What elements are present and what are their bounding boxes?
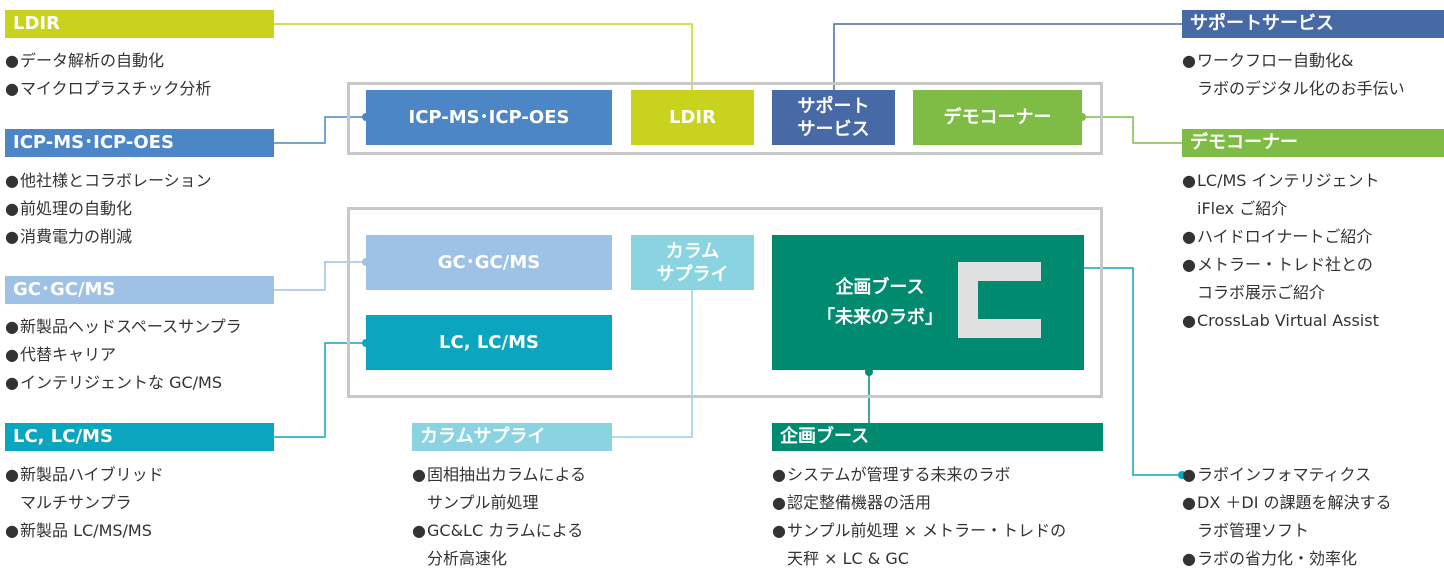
header-demo: デモコーナー — [1182, 129, 1444, 157]
box-gc: GC･GC/MS — [366, 235, 612, 290]
list-item-continuation: ラボのデジタル化のお手伝い — [1197, 79, 1405, 98]
list-item: ●データ解析の自動化 — [5, 51, 165, 70]
list-item: ●新製品ヘッドスペースサンプラ — [5, 317, 242, 336]
box-support: サポート サービス — [772, 90, 895, 145]
list-item: ●インテリジェントな GC/MS — [5, 373, 223, 392]
list-item: ●システムが管理する未来のラボ — [772, 465, 1011, 484]
icp-list: ●他社様とコラボレーション ●前処理の自動化 ●消費電力の削減 — [5, 167, 212, 251]
list-item: ●前処理の自動化 — [5, 199, 133, 218]
list-item-continuation: 天秤 × LC & GC — [787, 549, 909, 568]
list-item-continuation: iFlex ご紹介 — [1197, 199, 1288, 218]
list-item: ●メトラー・トレド社との — [1182, 255, 1373, 274]
box-column: カラム サプライ — [631, 235, 754, 290]
gc-list: ●新製品ヘッドスペースサンプラ ●代替キャリア ●インテリジェントな GC/MS — [5, 313, 242, 397]
header-column: カラムサプライ — [412, 423, 612, 451]
list-item: ●他社様とコラボレーション — [5, 171, 212, 190]
booth-list: ●システムが管理する未来のラボ ●認定整備機器の活用 ●サンプル前処理 × メト… — [772, 461, 1066, 573]
list-item: ●LC/MS インテリジェント — [1182, 171, 1380, 190]
list-item: ●ラボインフォマティクス — [1182, 465, 1372, 484]
list-item: ●サンプル前処理 × メトラー・トレドの — [772, 521, 1067, 540]
list-item: ●消費電力の削減 — [5, 227, 133, 246]
list-item: ●CrossLab Virtual Assist — [1182, 311, 1379, 330]
list-item: ●マイクロプラスチック分析 — [5, 79, 212, 98]
list-item: ●新製品ハイブリッド — [5, 465, 164, 484]
box-ldir: LDIR — [631, 90, 754, 145]
connector-dot-demo — [1078, 113, 1086, 121]
connector-dot-labinfo-end — [1178, 471, 1186, 479]
list-item: ●代替キャリア — [5, 345, 117, 364]
list-item: ●DX ＋DI の課題を解決する — [1182, 493, 1392, 512]
header-ldir: LDIR — [5, 10, 274, 38]
header-icp: ICP-MS･ICP-OES — [5, 129, 274, 157]
header-gc: GC･GC/MS — [5, 276, 274, 304]
support-list: ●ワークフロー自動化& ラボのデジタル化のお手伝い — [1182, 47, 1405, 103]
booth-c-shape-icon — [958, 262, 1041, 338]
list-item: ●ワークフロー自動化& — [1182, 51, 1354, 70]
header-support: サポートサービス — [1182, 10, 1444, 38]
labinfo-list: ●ラボインフォマティクス ●DX ＋DI の課題を解決する ラボ管理ソフト ●ラ… — [1182, 461, 1392, 573]
list-item-continuation: ラボ管理ソフト — [1197, 521, 1310, 540]
bottom-floor-frame — [347, 207, 1103, 398]
header-lc: LC, LC/MS — [5, 423, 274, 451]
list-item: ●ハイドロイナートご紹介 — [1182, 227, 1373, 246]
list-item: ●GC&LC カラムによる — [412, 521, 584, 540]
demo-list: ●LC/MS インテリジェント iFlex ご紹介 ●ハイドロイナートご紹介 ●… — [1182, 167, 1380, 335]
list-item-continuation: 分析高速化 — [427, 549, 508, 568]
top-floor-frame — [347, 82, 1103, 155]
list-item: ●認定整備機器の活用 — [772, 493, 932, 512]
connector-dot-booth — [865, 368, 873, 376]
ldir-list: ●データ解析の自動化 ●マイクロプラスチック分析 — [5, 47, 211, 103]
list-item: ●ラボの省力化・効率化 — [1182, 549, 1358, 568]
list-item-continuation: マルチサンプラ — [20, 493, 132, 512]
list-item-continuation: コラボ展示ご紹介 — [1197, 283, 1326, 302]
lc-list: ●新製品ハイブリッド マルチサンプラ ●新製品 LC/MS/MS — [5, 461, 164, 545]
list-item-continuation: サンプル前処理 — [427, 493, 539, 512]
list-item: ●固相抽出カラムによる — [412, 465, 587, 484]
box-demo: デモコーナー — [913, 90, 1082, 145]
box-icp: ICP-MS･ICP-OES — [366, 90, 612, 145]
list-item: ●新製品 LC/MS/MS — [5, 521, 152, 540]
box-lc: LC, LC/MS — [366, 315, 612, 370]
header-booth: 企画ブース — [772, 423, 1103, 451]
column-list: ●固相抽出カラムによる サンプル前処理 ●GC&LC カラムによる 分析高速化 — [412, 461, 586, 573]
